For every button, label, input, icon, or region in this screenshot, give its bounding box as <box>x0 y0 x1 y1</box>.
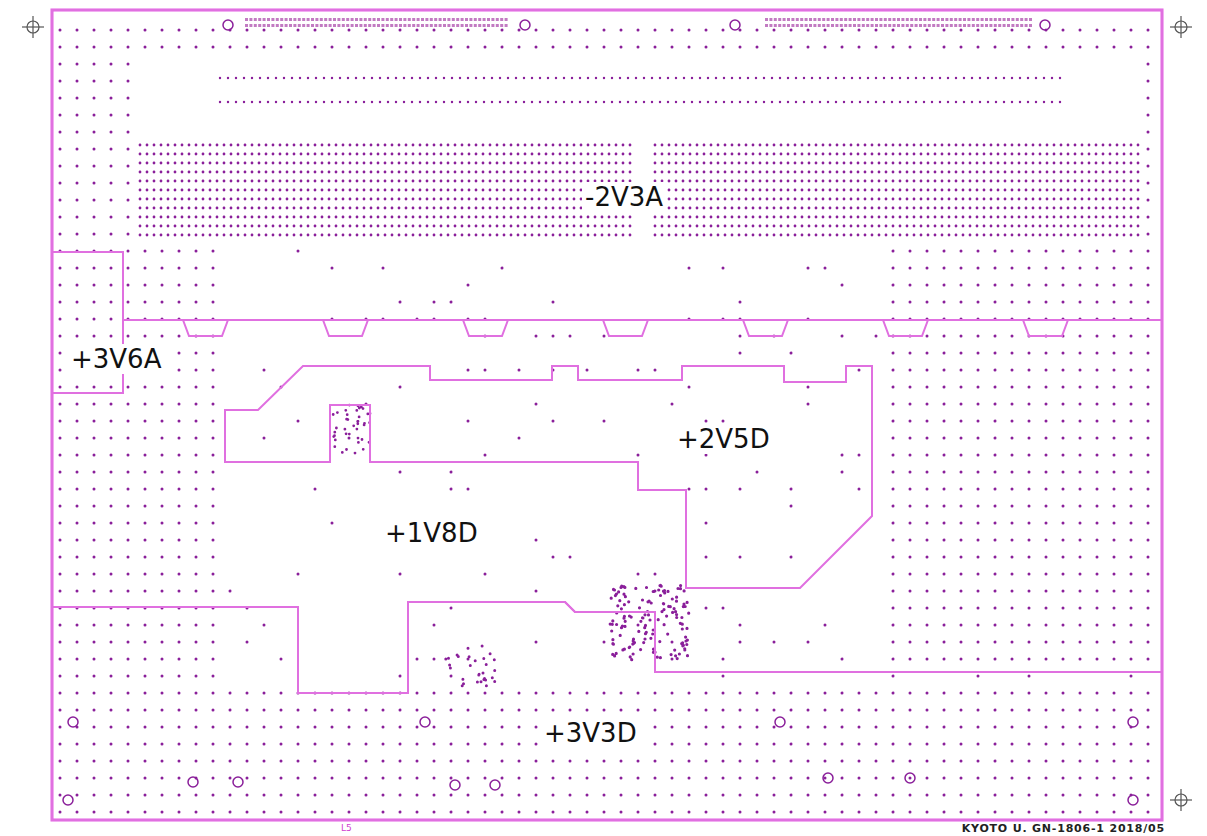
mounting-hole <box>1128 717 1138 727</box>
connector-pads <box>245 18 1032 27</box>
power-plane-region: -2V3A <box>52 10 1162 336</box>
plane-boundary <box>52 10 1162 336</box>
board-id-label: KYOTO U. GN-1806-1 2018/05 <box>962 822 1165 835</box>
mounting-hole <box>450 780 460 790</box>
net-name: +1V8D <box>382 518 481 548</box>
power-plane-region: +3V6A <box>52 252 123 393</box>
mounting-hole <box>823 773 833 783</box>
plane-boundary <box>225 366 872 588</box>
mounting-hole <box>68 717 78 727</box>
layer-label: L5 <box>341 823 352 834</box>
mounting-hole <box>775 717 785 727</box>
power-plane-region: +2V5D <box>225 366 872 588</box>
plane-outline <box>52 602 1162 820</box>
net-name: +3V3D <box>541 718 640 748</box>
mounting-hole <box>730 20 740 30</box>
mounting-hole <box>188 777 198 787</box>
registration-marks <box>22 16 1192 811</box>
mounting-hole <box>520 20 530 30</box>
mounting-hole <box>490 780 500 790</box>
mounting-hole <box>1128 795 1138 805</box>
net-name: +3V6A <box>68 344 164 374</box>
mounting-hole <box>1040 20 1050 30</box>
via-pattern <box>59 29 1150 814</box>
board-outline <box>52 10 1162 820</box>
mounting-holes <box>63 20 1138 805</box>
net-name: -2V3A <box>582 182 666 212</box>
mounting-hole <box>905 773 915 783</box>
plane-outline <box>225 366 872 588</box>
mounting-hole <box>63 795 73 805</box>
plane-boundary <box>52 320 1162 693</box>
plane-outline <box>52 320 1162 693</box>
plane-outline <box>52 10 1162 336</box>
net-name: +2V5D <box>674 424 773 454</box>
mounting-hole <box>233 777 243 787</box>
via-dots <box>59 18 1150 814</box>
mounting-hole <box>420 717 430 727</box>
plane-boundary <box>52 602 1162 820</box>
power-plane-region: +3V3D <box>52 602 1162 820</box>
power-plane-region: +1V8D +2V5D <box>52 320 1162 693</box>
mounting-hole <box>223 20 233 30</box>
